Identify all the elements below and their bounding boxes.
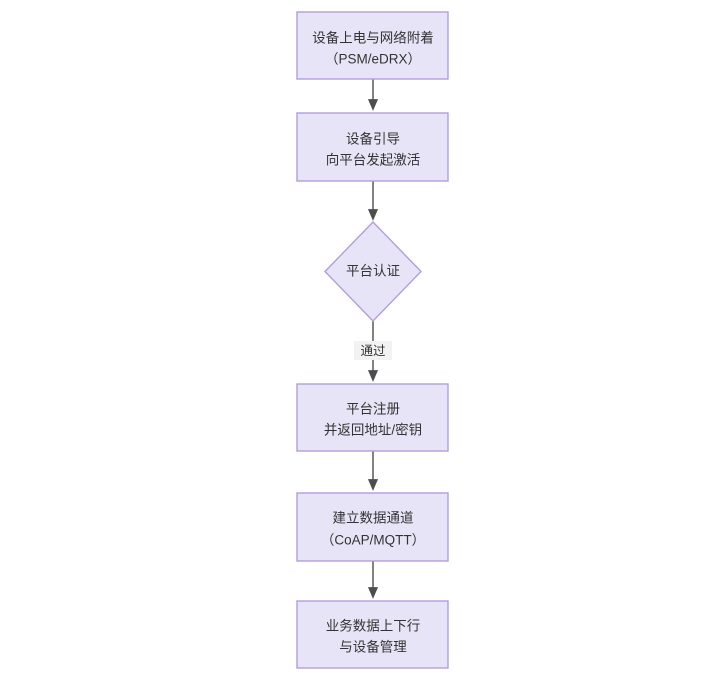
node-label-line1: 设备引导 [346,131,400,147]
node-label-line2: 向平台发起激活 [326,153,421,168]
node-device-power-on[interactable]: 设备上电与网络附着 （PSM/eDRX） [296,11,449,80]
node-label-line2: 并返回地址/密钥 [324,422,422,438]
node-shape-rectangle[interactable] [296,383,449,452]
edge-n3-n4: 通过 [354,321,392,382]
node-platform-authentication[interactable]: 平台认证 [324,220,422,323]
node-label-line1: 设备上电与网络附着 [312,30,434,46]
node-label-line2: （PSM/eDRX） [325,52,421,67]
node-shape-diamond[interactable] [324,220,422,323]
node-shape-rectangle[interactable] [296,11,449,80]
node-establish-data-channel[interactable]: 建立数据通道 （CoAP/MQTT） [296,492,449,562]
node-business-data-and-device-management[interactable]: 业务数据上下行 与设备管理 [296,600,449,669]
node-device-bootstrap[interactable]: 设备引导 向平台发起激活 [296,112,449,182]
node-shape-rectangle[interactable] [296,112,449,182]
edge-label-pass: 通过 [360,344,386,358]
node-label-line1: 平台注册 [346,402,400,417]
node-label-line2: 与设备管理 [339,639,407,655]
node-shape-rectangle[interactable] [296,492,449,562]
node-label-line2: （CoAP/MQTT） [321,533,425,548]
node-label-line1: 建立数据通道 [333,511,414,526]
node-shape-rectangle[interactable] [296,600,449,669]
node-label-line1: 业务数据上下行 [326,619,421,634]
node-platform-registration[interactable]: 平台注册 并返回地址/密钥 [296,383,449,452]
edge-label-background [354,341,392,360]
node-label-line1: 平台认证 [346,264,400,279]
